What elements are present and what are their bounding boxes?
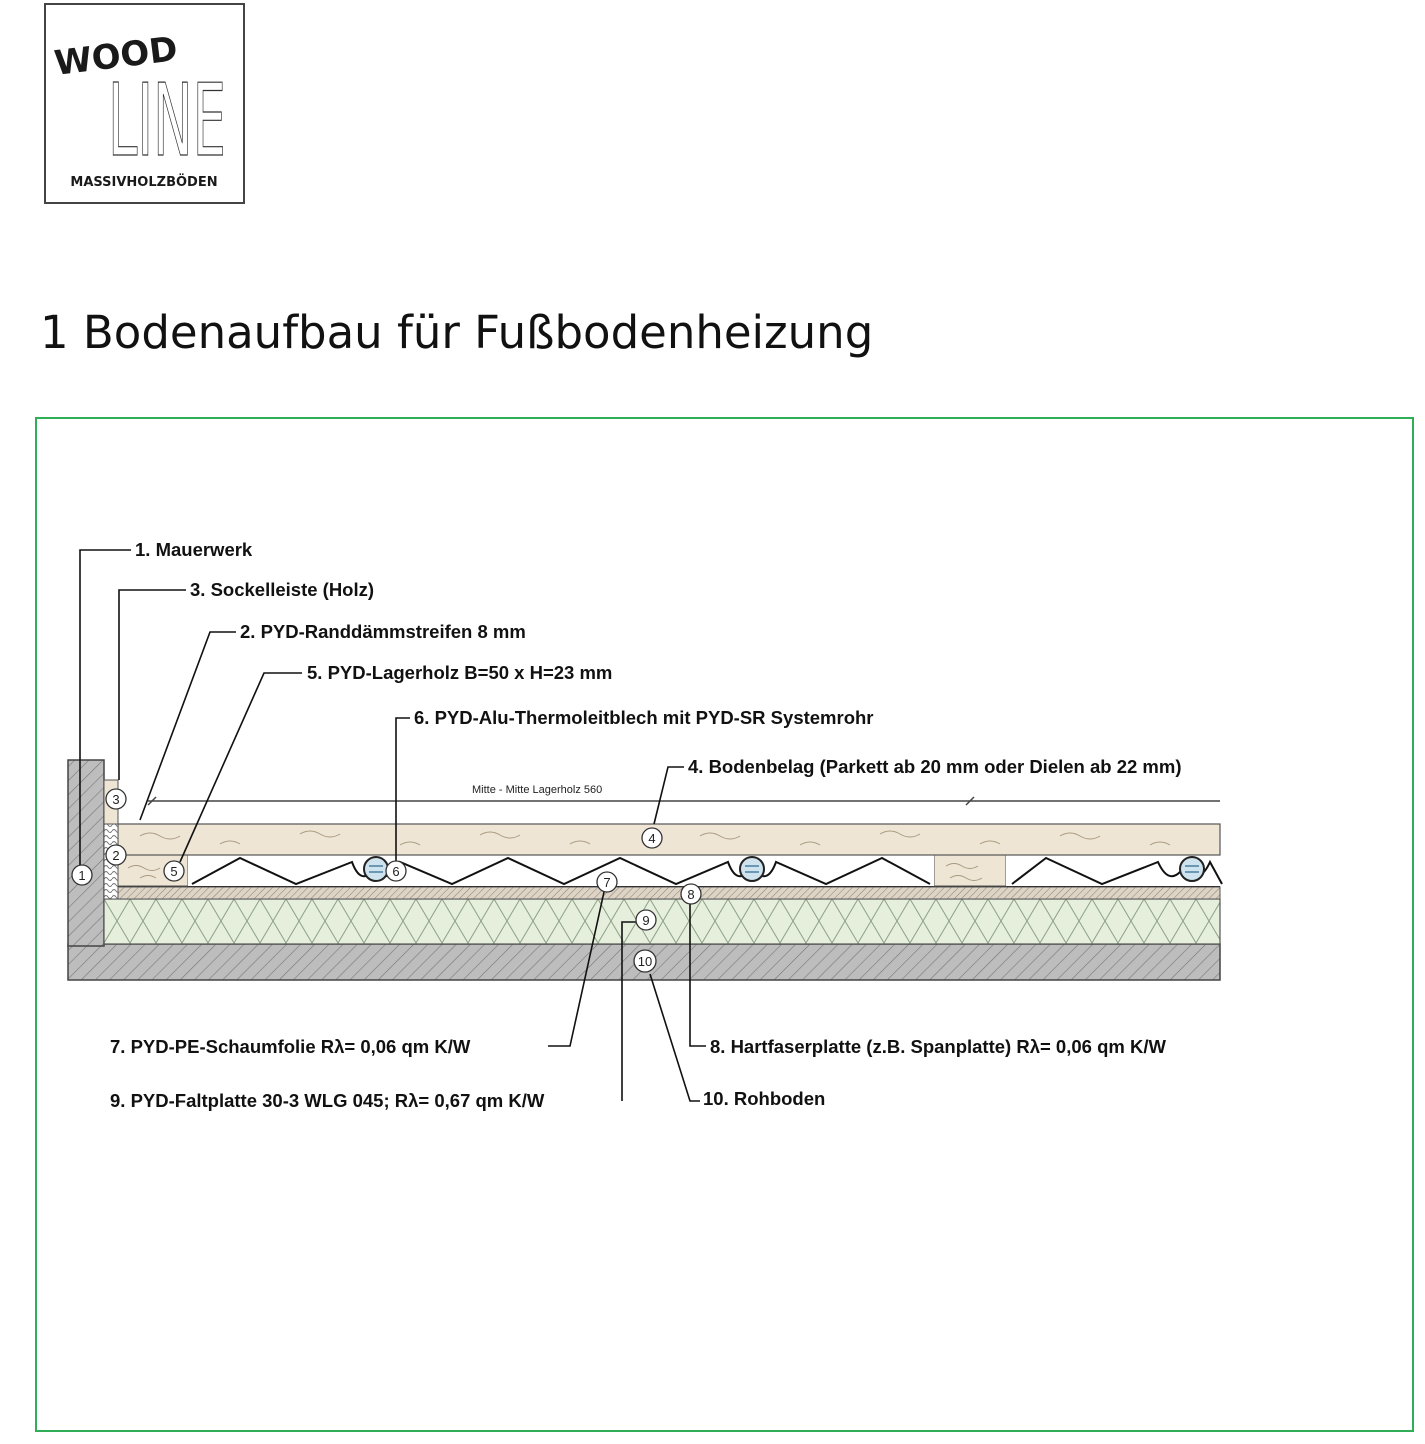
- dimension-text: Mitte - Mitte Lagerholz 560: [472, 784, 602, 796]
- label-hartfaserplatte: 8. Hartfaserplatte (z.B. Spanplatte) Rλ=…: [710, 1036, 1166, 1057]
- marker-6: 6: [385, 860, 407, 882]
- svg-text:2: 2: [112, 848, 119, 863]
- marker-10: 10: [633, 949, 657, 973]
- svg-text:3: 3: [112, 792, 119, 807]
- label-mauerwerk: 1. Mauerwerk: [135, 539, 253, 560]
- leader-lines: [79, 549, 706, 1102]
- marker-9: 9: [635, 909, 657, 931]
- marker-1: 1: [71, 864, 93, 886]
- svg-text:7: 7: [603, 875, 610, 890]
- layer-labels: 1. Mauerwerk 3. Sockelleiste (Holz) 2. P…: [110, 539, 1181, 1111]
- marker-8: 8: [680, 883, 702, 905]
- bodenbelag-layer: [117, 823, 1221, 856]
- marker-5: 5: [163, 860, 185, 882]
- faltplatte-layer: [103, 898, 1221, 945]
- thermoleitblech-layer: [188, 855, 1223, 886]
- svg-text:9: 9: [642, 913, 649, 928]
- logo-subtitle: MASSIVHOLZBÖDEN: [70, 174, 217, 190]
- diagram-frame: [35, 417, 1414, 1432]
- marker-7: 7: [596, 871, 618, 893]
- page-title: 1 Bodenaufbau für Fußbodenheizung: [40, 306, 874, 359]
- label-lagerholz: 5. PYD-Lagerholz B=50 x H=23 mm: [307, 662, 612, 683]
- logo-graphic: WOOD LINE MASSIVHOLZBÖDEN: [52, 29, 226, 190]
- logo-word-line: LINE: [108, 62, 226, 179]
- svg-text:4: 4: [648, 831, 655, 846]
- number-markers: 1 2 3 4 5 6 7 8 9 10: [71, 788, 702, 973]
- label-randdaemmstreifen: 2. PYD-Randdämmstreifen 8 mm: [240, 621, 526, 642]
- label-bodenbelag: 4. Bodenbelag (Parkett ab 20 mm oder Die…: [688, 756, 1181, 777]
- marker-3: 3: [105, 788, 127, 810]
- mauerwerk-wall: [67, 759, 105, 947]
- woodline-logo: WOOD LINE MASSIVHOLZBÖDEN: [44, 3, 245, 204]
- svg-text:1: 1: [78, 868, 85, 883]
- label-pe-schaumfolie: 7. PYD-PE-Schaumfolie Rλ= 0,06 qm K/W: [110, 1036, 471, 1057]
- label-rohboden: 10. Rohboden: [703, 1088, 825, 1109]
- label-faltplatte: 9. PYD-Faltplatte 30-3 WLG 045; Rλ= 0,67…: [110, 1090, 545, 1111]
- marker-4: 4: [641, 827, 663, 849]
- dimension-line: Mitte - Mitte Lagerholz 560: [147, 784, 1220, 806]
- svg-text:5: 5: [170, 864, 177, 879]
- hartfaserplatte-layer: [103, 886, 1221, 900]
- svg-text:6: 6: [392, 864, 399, 879]
- label-sockelleiste: 3. Sockelleiste (Holz): [190, 579, 374, 600]
- svg-text:10: 10: [638, 954, 652, 969]
- svg-text:8: 8: [687, 887, 694, 902]
- marker-2: 2: [105, 844, 127, 866]
- label-thermoleitblech: 6. PYD-Alu-Thermoleitblech mit PYD-SR Sy…: [414, 707, 874, 728]
- systemrohr-pipes: [363, 856, 1205, 882]
